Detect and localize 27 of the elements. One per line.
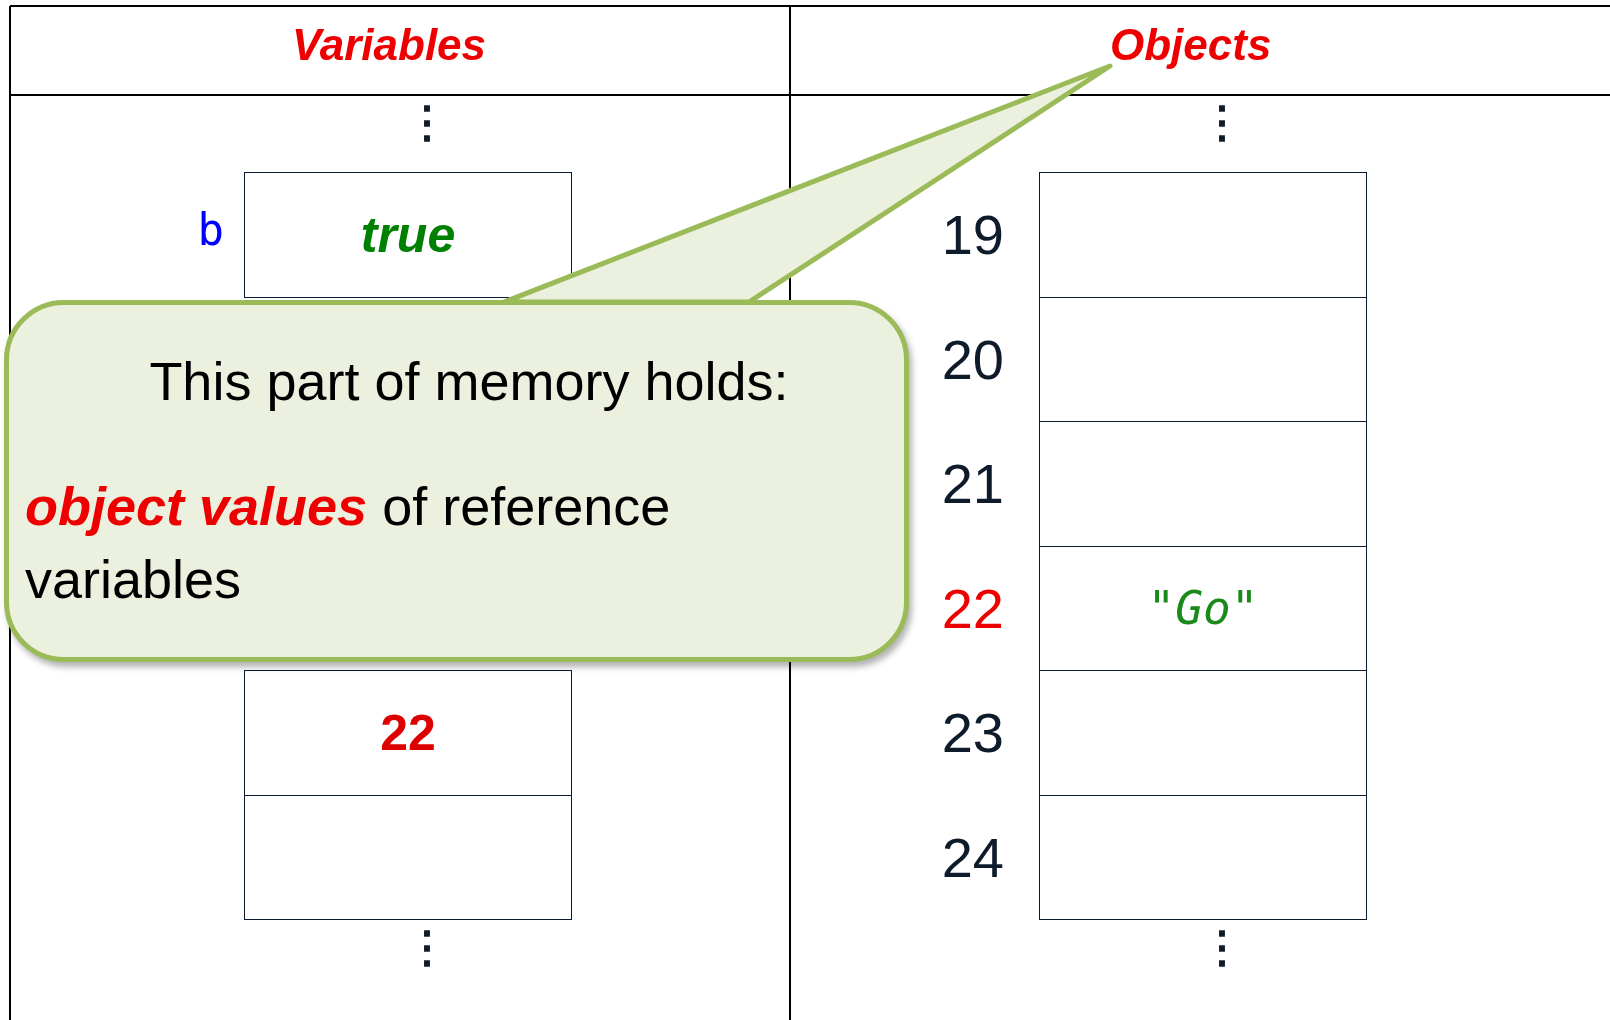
memory-cell	[1039, 670, 1367, 796]
memory-cell	[1039, 172, 1367, 298]
ellipsis: ⋮	[405, 100, 449, 144]
ellipsis: ⋮	[405, 925, 449, 969]
cell-value: true	[360, 205, 456, 264]
memory-address: 24	[940, 824, 1004, 890]
memory-address: 23	[940, 700, 1004, 765]
memory-cell	[1039, 421, 1367, 547]
column-heading: Variables	[292, 20, 487, 70]
column-heading: Objects	[1110, 20, 1272, 70]
memory-cell	[244, 172, 572, 298]
cell-value: "Go"	[1147, 581, 1259, 636]
memory-address: 19	[940, 202, 1004, 267]
ellipsis: ⋮	[1200, 925, 1244, 969]
callout-text: This part of memory holds:	[148, 350, 790, 413]
memory-cell	[244, 794, 572, 920]
memory-address: 20	[940, 326, 1004, 392]
callout-text: object values of reference variables	[25, 475, 672, 611]
variable-name: b	[197, 204, 224, 255]
ellipsis: ⋮	[1200, 100, 1244, 144]
memory-cell	[1039, 545, 1367, 671]
memory-address: 21	[940, 451, 1004, 516]
cell-value: 22	[380, 703, 436, 762]
memory-cell	[1039, 296, 1367, 422]
memory-cell	[244, 670, 572, 796]
memory-cell	[1039, 794, 1367, 920]
memory-address: 22	[940, 575, 1004, 641]
